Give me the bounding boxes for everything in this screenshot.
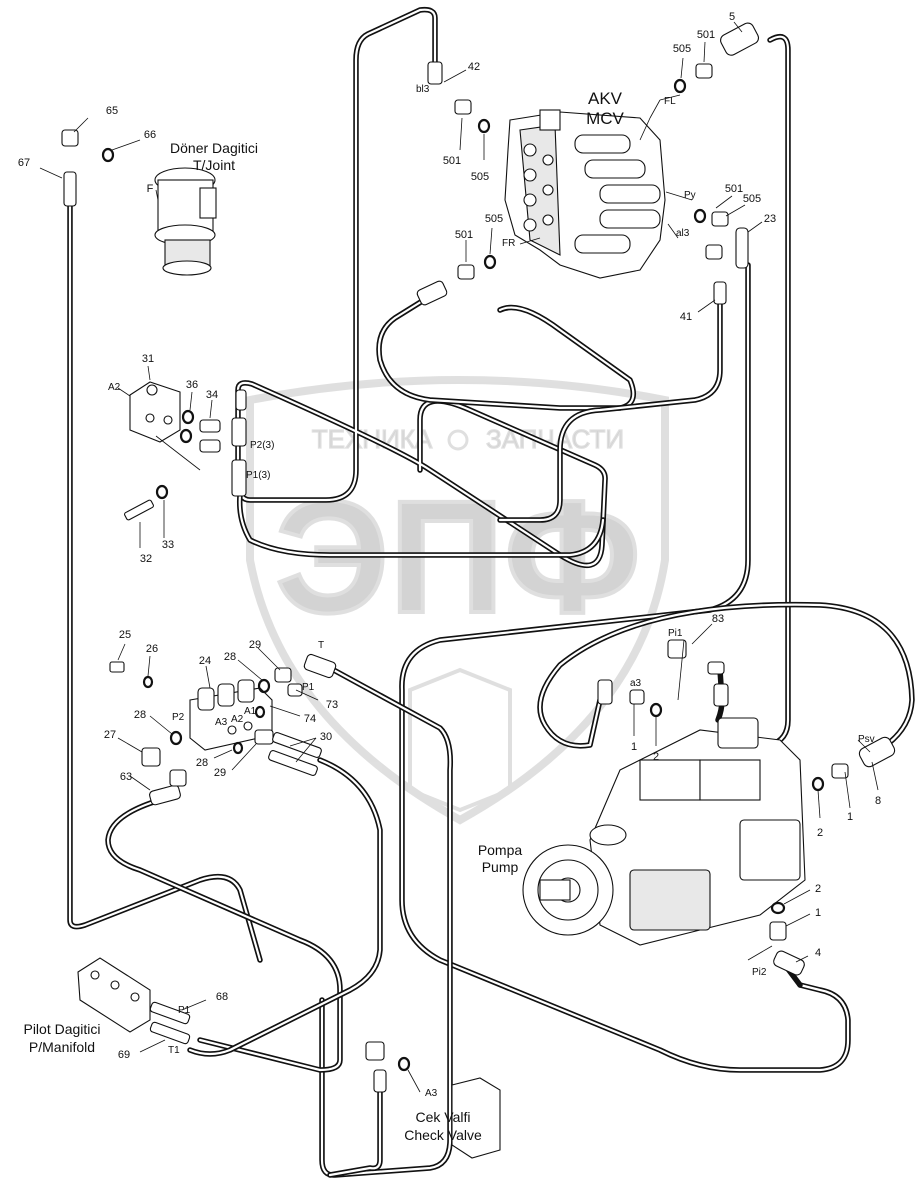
callout: 33	[162, 539, 174, 551]
callout: 501	[697, 29, 715, 41]
port-a3-valve: A3	[215, 717, 228, 728]
callout: 24	[199, 655, 211, 667]
port-al3: al3	[676, 228, 690, 239]
callout: 74	[304, 713, 316, 725]
callout: 2	[817, 827, 823, 839]
port-a2-block: A2	[108, 382, 121, 393]
callout: 69	[118, 1049, 130, 1061]
port-pi2: Pi2	[752, 967, 767, 978]
callout: 1	[815, 907, 821, 919]
callout: 2	[815, 883, 821, 895]
callout: 2	[653, 751, 659, 763]
callout: 505	[743, 193, 761, 205]
callout: 29	[249, 639, 261, 651]
callout: 505	[471, 171, 489, 183]
a2-block	[129, 381, 181, 443]
swivel-title-line1: Döner Dagitici	[170, 140, 258, 156]
port-p1-valve: P1	[302, 682, 315, 693]
port-t-top: T	[318, 640, 324, 651]
port-fl: FL	[664, 96, 676, 107]
callout: 27	[104, 729, 116, 741]
port-p1-pilot: P1	[178, 1005, 191, 1016]
port-t1-pilot: T1	[168, 1045, 180, 1056]
port-pi1: Pi1	[668, 628, 683, 639]
pilot-manifold	[77, 957, 151, 1033]
component-titles: AKV MCV Döner Dagitici T/Joint Pompa Pum…	[23, 89, 624, 1143]
port-a2-valve: A2	[231, 714, 244, 725]
pump-title-line2: Pump	[482, 859, 519, 875]
callout: 31	[142, 353, 154, 365]
callout: 1	[847, 811, 853, 823]
callout: 501	[443, 155, 461, 167]
callout: 23	[764, 213, 776, 225]
fittings	[61, 22, 896, 1093]
mcv-title-line2: MCV	[586, 109, 624, 128]
callout: 65	[106, 105, 118, 117]
pump-title-line1: Pompa	[478, 842, 523, 858]
port-a3-pump: a3	[630, 678, 642, 689]
callout: 5	[729, 11, 735, 23]
callout: 505	[485, 213, 503, 225]
port-bl3: bl3	[416, 84, 430, 95]
callout-numbers: 5 501 505 42 501 505 501 505 23 505 501 …	[18, 11, 881, 1061]
swivel-title-line2: T/Joint	[193, 157, 235, 173]
hose-lines	[67, 6, 915, 1178]
callout: 34	[206, 389, 218, 401]
callout: 68	[216, 991, 228, 1003]
callout: 83	[712, 613, 724, 625]
check-valve	[451, 1077, 501, 1159]
callout: 41	[680, 311, 692, 323]
callout: 28	[196, 757, 208, 769]
swivel-joint	[154, 167, 217, 276]
port-a3-check: A3	[425, 1088, 438, 1099]
port-a1-valve: A1	[244, 706, 257, 717]
callout: F	[147, 183, 154, 195]
callout: 32	[140, 553, 152, 565]
port-p2-valve: P2	[172, 712, 185, 723]
callout: 42	[468, 61, 480, 73]
gear-icon	[447, 429, 469, 451]
leader-lines	[39, 21, 879, 1093]
callout: 29	[214, 767, 226, 779]
callout: 25	[119, 629, 131, 641]
port-psv: Psv	[858, 734, 875, 745]
port-fr: FR	[502, 238, 515, 249]
callout: 28	[134, 709, 146, 721]
port-p2-3: P2(3)	[250, 440, 274, 451]
callout: 28	[224, 651, 236, 663]
mcv-title-line1: AKV	[588, 89, 623, 108]
callout: 30	[320, 731, 332, 743]
main-control-valve	[504, 109, 666, 279]
hydraulic-pump	[522, 717, 806, 946]
callout: 67	[18, 157, 30, 169]
callout: 8	[875, 795, 881, 807]
check-valve-title-line1: Cek Valfi	[416, 1109, 471, 1125]
pilot-manifold-title-line2: P/Manifold	[29, 1039, 95, 1055]
callout: 36	[186, 379, 198, 391]
port-py: Py	[684, 190, 696, 201]
callout: 1	[631, 741, 637, 753]
port-p1-3: P1(3)	[246, 470, 270, 481]
callout: 4	[815, 947, 821, 959]
pilot-manifold-title-line1: Pilot Dagitici	[23, 1021, 100, 1037]
callout: 66	[144, 129, 156, 141]
port-labels: bl3 FL Py al3 FR A2 P2(3) P1(3) T P1 P2 …	[108, 84, 875, 1099]
callout: 63	[120, 771, 132, 783]
callout: 501	[725, 183, 743, 195]
callout: 505	[673, 43, 691, 55]
check-valve-title-line2: Check Valve	[404, 1127, 482, 1143]
callout: 501	[455, 229, 473, 241]
callout: 26	[146, 643, 158, 655]
callout: 73	[326, 699, 338, 711]
